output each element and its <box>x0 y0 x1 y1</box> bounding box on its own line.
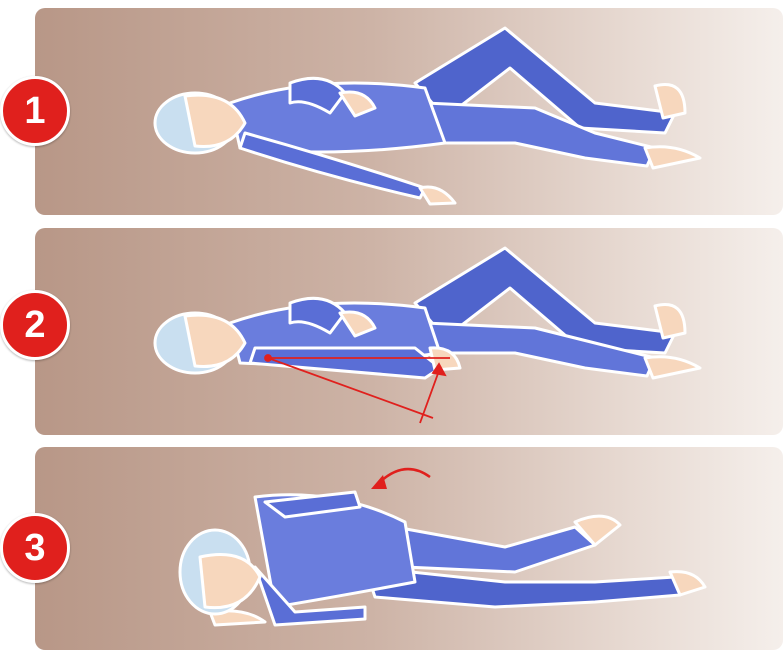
step-1-badge: 1 <box>0 76 70 146</box>
rotation-arrow-icon <box>371 469 430 489</box>
recovery-position-figure <box>35 447 783 650</box>
step-number: 3 <box>24 529 45 567</box>
step-number: 2 <box>24 306 45 344</box>
step-3-badge: 3 <box>0 513 70 583</box>
step-number: 1 <box>24 92 45 130</box>
lying-person-figure-1 <box>35 8 783 215</box>
step-2-panel <box>35 228 783 435</box>
step-3-panel <box>35 447 783 650</box>
step-2-badge: 2 <box>0 290 70 360</box>
step-1-panel <box>35 8 783 215</box>
lying-person-figure-2 <box>35 228 783 435</box>
